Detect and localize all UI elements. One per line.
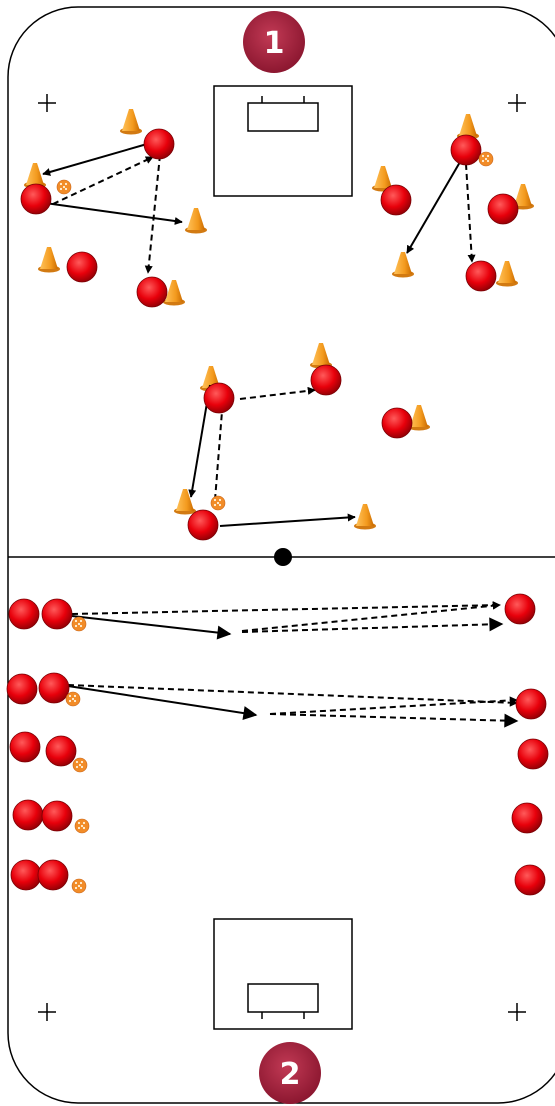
cone-icon (120, 109, 142, 135)
zone-badge-bottom: 2 (259, 1042, 321, 1104)
bottom-goal-area (213, 918, 353, 1030)
player-icon (41, 598, 73, 630)
player-icon (45, 735, 77, 767)
skate-line (42, 143, 148, 176)
player-icon (465, 260, 497, 292)
player-icon (66, 251, 98, 283)
cone-icon (185, 208, 207, 234)
skate-line (406, 161, 461, 254)
ball-icon (71, 616, 87, 632)
player-icon (310, 364, 342, 396)
pass-line (52, 156, 154, 205)
player-icon (10, 859, 42, 891)
center-dot-icon (274, 548, 292, 566)
player-icon (37, 859, 69, 891)
player-icon (41, 800, 73, 832)
cone-icon (38, 247, 60, 273)
pass-line (241, 601, 501, 632)
skate-line (71, 615, 232, 640)
ball-icon (478, 151, 494, 167)
pass-line (465, 163, 476, 263)
player-icon (511, 802, 543, 834)
player-icon (38, 672, 70, 704)
player-icon (487, 193, 519, 225)
cone-icon (354, 504, 376, 530)
faceoff-cross-icon (38, 94, 526, 1021)
pass-line (269, 696, 518, 715)
goal-icon (247, 983, 319, 1013)
balls (56, 151, 494, 894)
skate-line (67, 685, 258, 720)
player-icon (517, 738, 549, 770)
cone-icon (174, 489, 196, 515)
skate-line (219, 513, 356, 527)
player-icon (143, 128, 175, 160)
player-icon (6, 673, 38, 705)
player-icon (12, 799, 44, 831)
zone-label-bottom: 2 (280, 1057, 301, 1092)
player-icon (381, 407, 413, 439)
pass-line (269, 713, 519, 728)
ball-icon (74, 818, 90, 834)
player-icon (504, 593, 536, 625)
ball-icon (56, 179, 72, 195)
player-icon (450, 134, 482, 166)
player-icon (514, 864, 546, 896)
player-icon (380, 184, 412, 216)
ball-icon (65, 691, 81, 707)
player-icon (8, 598, 40, 630)
cone-icon (408, 405, 430, 431)
player-icon (136, 276, 168, 308)
player-icon (515, 688, 547, 720)
zone-badge-top: 1 (243, 11, 305, 73)
skate-line (37, 201, 183, 225)
pass-line (239, 386, 316, 400)
player-icon (20, 183, 52, 215)
ball-icon (71, 878, 87, 894)
ball-icon (210, 495, 226, 511)
cone-icon (392, 252, 414, 278)
pass-line (71, 601, 501, 615)
ball-icon (72, 757, 88, 773)
cone-icon (163, 280, 185, 306)
pass-line (241, 617, 504, 633)
players (6, 128, 549, 896)
zone-label-top: 1 (264, 26, 285, 61)
player-icon (187, 509, 219, 541)
player-icon (9, 731, 41, 763)
cone-icon (496, 261, 518, 287)
top-goal-area (213, 85, 353, 197)
goal-icon (247, 102, 319, 132)
pass-line (67, 684, 518, 707)
player-icon (203, 382, 235, 414)
